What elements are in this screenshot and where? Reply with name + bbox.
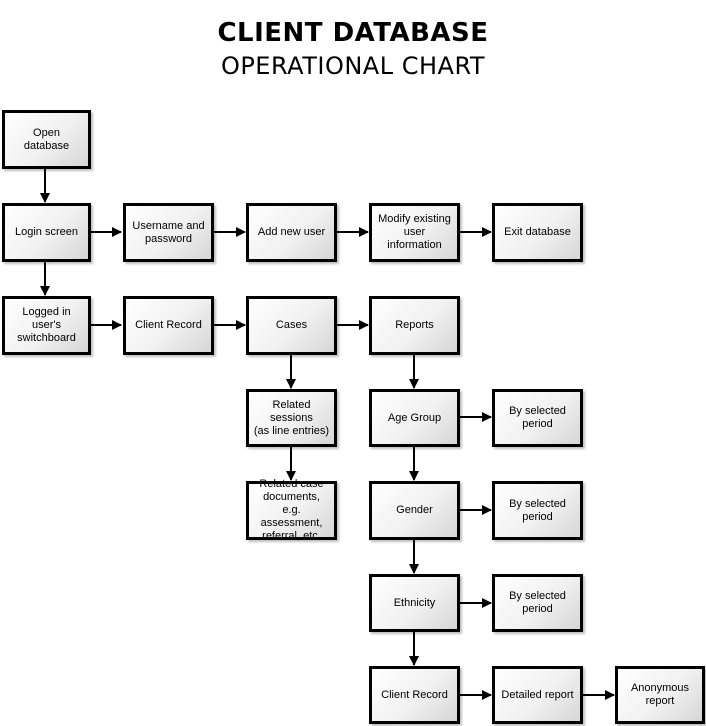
node-exit-database: Exit database bbox=[492, 203, 583, 262]
node-ethnicity-period: By selected period bbox=[492, 574, 583, 632]
node-cases: Cases bbox=[246, 296, 337, 355]
node-gender-period: By selected period bbox=[492, 481, 583, 540]
node-related-sessions: Related sessions (as line entries) bbox=[246, 389, 337, 447]
chart-title: CLIENT DATABASE bbox=[217, 18, 489, 48]
node-username-password: Username and password bbox=[123, 203, 214, 262]
node-gender: Gender bbox=[369, 481, 460, 540]
node-client-record-report: Client Record bbox=[369, 666, 460, 724]
node-age-period: By selected period bbox=[492, 389, 583, 447]
node-reports: Reports bbox=[369, 296, 460, 355]
node-related-documents: Related case documents, e.g. assessment,… bbox=[246, 478, 337, 542]
node-login-screen: Login screen bbox=[2, 203, 91, 262]
chart-subtitle: OPERATIONAL CHART bbox=[220, 52, 486, 80]
node-add-new-user: Add new user bbox=[246, 203, 337, 262]
node-anonymous-report: Anonymous report bbox=[615, 666, 705, 724]
node-age-group: Age Group bbox=[369, 389, 460, 447]
node-modify-user: Modify existing user information bbox=[369, 203, 460, 262]
node-ethnicity: Ethnicity bbox=[369, 574, 460, 632]
node-switchboard: Logged in user's switchboard bbox=[2, 296, 91, 355]
node-detailed-report: Detailed report bbox=[492, 666, 583, 724]
node-client-record: Client Record bbox=[123, 296, 214, 355]
node-open-database: Open database bbox=[2, 110, 91, 169]
